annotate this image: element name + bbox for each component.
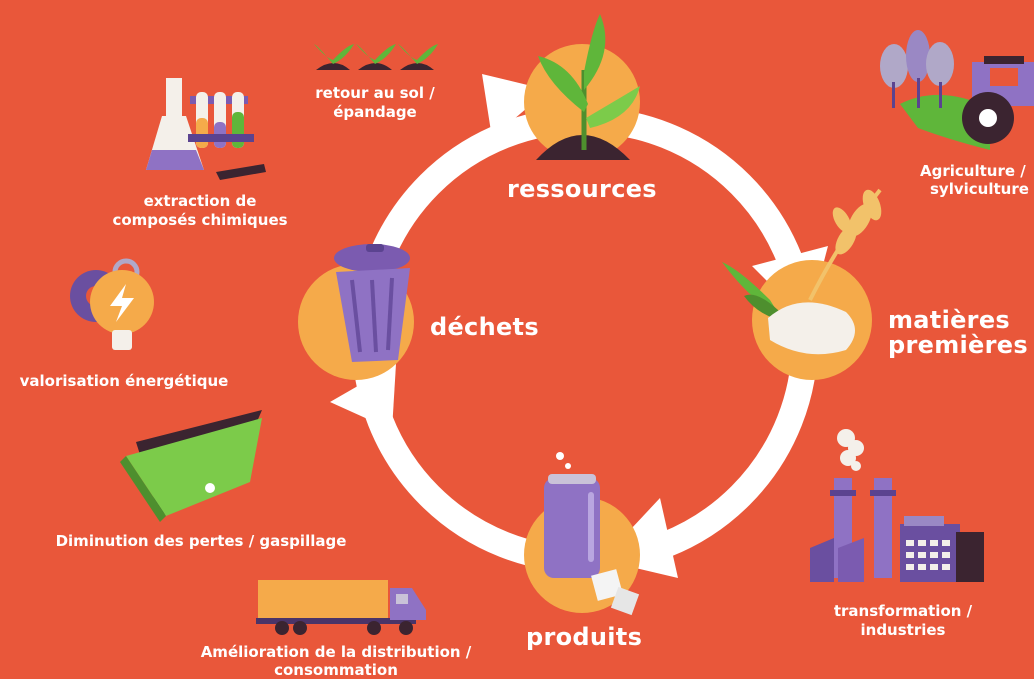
arrow-to-dechets bbox=[330, 364, 396, 430]
wheat-root-icon bbox=[722, 188, 882, 355]
truck-icon bbox=[256, 580, 426, 635]
retour-au-sol-label-line1: retour au sol / bbox=[315, 84, 435, 102]
extraction-label-line1: extraction de bbox=[143, 192, 257, 210]
transformation-label-line1: transformation / bbox=[833, 602, 973, 620]
matieres-label-line1: matières bbox=[888, 306, 1010, 334]
three-sprouts-icon bbox=[314, 44, 438, 70]
trash-bin-icon bbox=[334, 244, 410, 362]
valorisation-label: valorisation énergétique bbox=[19, 372, 229, 390]
dechets-label: déchets bbox=[430, 313, 539, 341]
factory-icon bbox=[810, 429, 984, 582]
matieres-label-line2: premières bbox=[888, 331, 1028, 359]
energy-bulb-icon bbox=[70, 258, 154, 350]
amelioration-label-line2: consommation bbox=[274, 661, 398, 679]
sprout-icon bbox=[536, 14, 640, 160]
retour-au-sol-label-line2: épandage bbox=[333, 103, 417, 121]
tractor-forest-icon bbox=[880, 30, 1034, 150]
amelioration-label-line1: Amélioration de la distribution / bbox=[200, 643, 472, 661]
extraction-label-line2: composés chimiques bbox=[112, 211, 288, 229]
diminution-label: Diminution des pertes / gaspillage bbox=[55, 532, 347, 550]
waste-skip-icon bbox=[120, 410, 262, 522]
agriculture-label-line2: sylviculture bbox=[930, 180, 1029, 198]
soda-can-icon bbox=[544, 452, 640, 616]
transformation-label-line2: industries bbox=[860, 621, 946, 639]
lab-glassware-icon bbox=[146, 78, 266, 180]
ressources-label: ressources bbox=[507, 175, 657, 203]
agriculture-label-line1: Agriculture / bbox=[920, 162, 1026, 180]
produits-label: produits bbox=[526, 623, 643, 651]
